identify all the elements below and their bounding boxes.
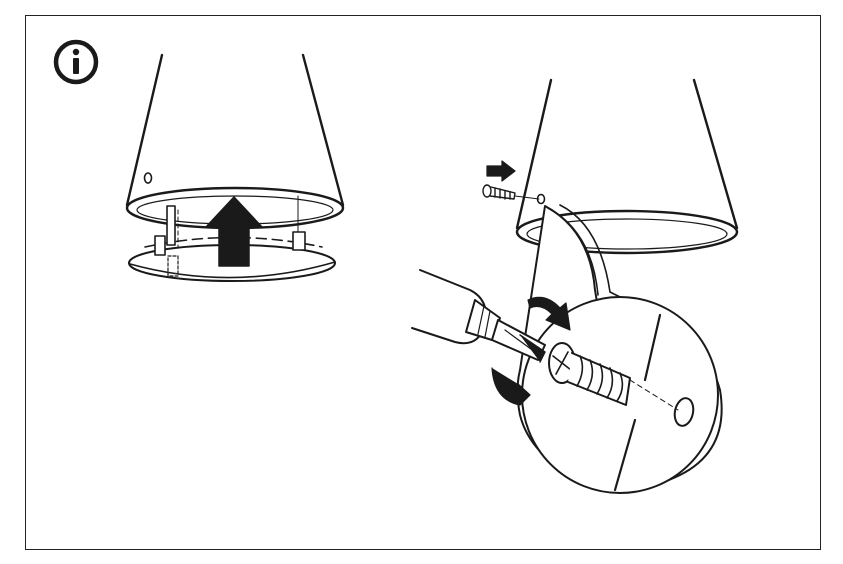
screw-hole	[143, 172, 153, 184]
lamp-shade-right	[692, 78, 739, 230]
screw-large	[548, 342, 679, 411]
up-arrow-icon	[205, 196, 263, 267]
screw-small	[482, 184, 540, 200]
rotate-clockwise-icon	[527, 296, 571, 331]
left-step-figure	[125, 53, 345, 282]
lamp-shade-right	[301, 53, 345, 207]
screwdriver	[411, 269, 546, 363]
right-step-figure	[411, 78, 739, 494]
info-icon	[53, 39, 99, 85]
right-arrow-icon	[486, 160, 516, 182]
lamp-shade-left	[515, 78, 553, 230]
lamp-shade-left	[125, 53, 164, 207]
